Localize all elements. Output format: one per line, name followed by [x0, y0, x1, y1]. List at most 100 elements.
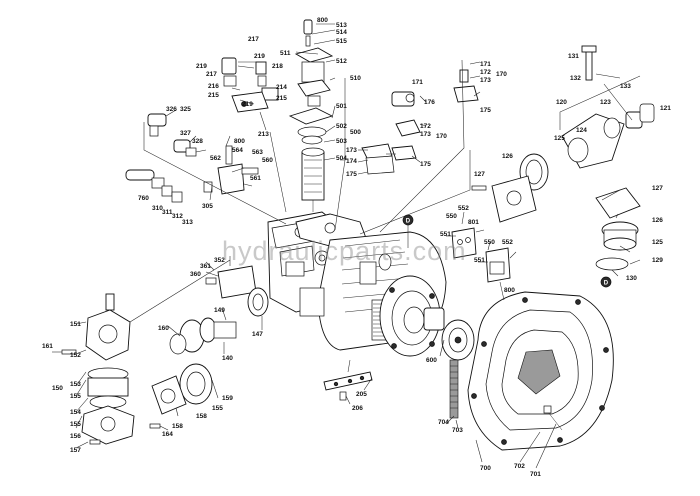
callout-801: 801	[468, 219, 479, 226]
callout-149: 149	[214, 307, 225, 314]
callout-216: 216	[208, 83, 219, 90]
callout-504: 504	[336, 155, 347, 162]
callout-154: 154	[70, 409, 81, 416]
callout-215-b: 215	[276, 95, 287, 102]
callout-600: 600	[426, 357, 437, 364]
callout-562: 562	[210, 155, 221, 162]
callout-218: 218	[272, 63, 283, 70]
sensor-group-550	[451, 227, 511, 301]
callout-175: 175	[480, 107, 491, 114]
callout-155-b: 155	[70, 421, 81, 428]
callout-326: 326	[166, 106, 177, 113]
callout-171: 171	[480, 61, 491, 68]
callout-131: 131	[568, 53, 579, 60]
callout-127: 127	[474, 171, 485, 178]
callout-170: 170	[496, 71, 507, 78]
callout-219: 219	[254, 53, 265, 60]
callout-125-b: 125	[652, 239, 663, 246]
bell-housing	[441, 291, 614, 451]
valve-group-170	[361, 69, 479, 175]
svg-text:D: D	[604, 280, 609, 286]
callout-503: 503	[336, 138, 347, 145]
callout-126: 126	[502, 153, 513, 160]
callout-219-b: 219	[196, 63, 207, 70]
callout-153: 153	[70, 381, 81, 388]
callout-560: 560	[262, 157, 273, 164]
callout-552: 552	[458, 205, 469, 212]
callout-206: 206	[352, 405, 363, 412]
callout-175-b: 175	[420, 161, 431, 168]
callout-217: 217	[248, 36, 259, 43]
callout-120: 120	[556, 99, 567, 106]
callout-170-b: 170	[436, 133, 447, 140]
callout-551: 551	[440, 231, 451, 238]
callout-311: 311	[162, 209, 173, 216]
callout-215: 215	[208, 92, 219, 99]
callout-126-b: 126	[652, 217, 663, 224]
callout-157: 157	[70, 447, 81, 454]
callout-160: 160	[158, 325, 169, 332]
callout-176: 176	[424, 99, 435, 106]
callout-564: 564	[232, 147, 243, 154]
callout-513: 513	[336, 22, 347, 29]
valve-group-140	[169, 265, 269, 355]
callout-305: 305	[202, 203, 213, 210]
callout-703: 703	[452, 427, 463, 434]
callout-213: 213	[258, 131, 269, 138]
callout-502: 502	[336, 123, 347, 130]
callout-500: 500	[350, 129, 361, 136]
callout-550-b: 550	[484, 239, 495, 246]
callout-175-c: 175	[346, 171, 357, 178]
callout-700: 700	[480, 465, 491, 472]
callout-123: 123	[600, 99, 611, 106]
callout-550: 550	[446, 213, 457, 220]
port-group-120	[471, 45, 655, 271]
callout-800-b: 800	[234, 138, 245, 145]
callout-515: 515	[336, 38, 347, 45]
callout-561: 561	[250, 175, 261, 182]
callout-704: 704	[438, 419, 449, 426]
callout-129: 129	[652, 257, 663, 264]
callout-310: 310	[152, 205, 163, 212]
callout-140: 140	[222, 355, 233, 362]
callout-312: 312	[172, 213, 183, 220]
callout-158-b: 158	[172, 423, 183, 430]
callout-501: 501	[336, 103, 347, 110]
pump-main-body	[267, 211, 447, 357]
callout-800: 800	[317, 17, 328, 24]
leader-lines	[52, 23, 641, 469]
callout-313: 313	[182, 219, 193, 226]
callout-563: 563	[252, 149, 263, 156]
callout-155: 155	[70, 393, 81, 400]
callout-325: 325	[180, 106, 191, 113]
callout-130: 130	[626, 275, 637, 282]
callout-173-c: 173	[346, 147, 357, 154]
fitting-group-left	[125, 113, 259, 203]
callout-512: 512	[336, 58, 347, 65]
callout-327: 327	[180, 130, 191, 137]
datum-marker-right: D	[600, 276, 612, 288]
callout-121: 121	[660, 105, 671, 112]
callout-172: 172	[480, 69, 491, 76]
watermark-text: hydraulicparts.com	[222, 236, 467, 266]
callout-551-b: 551	[474, 257, 485, 264]
callout-164: 164	[162, 431, 173, 438]
callout-151: 151	[70, 321, 81, 328]
callout-159: 159	[222, 395, 233, 402]
callout-174: 174	[346, 158, 357, 165]
callout-510: 510	[350, 75, 361, 82]
callout-172-b: 172	[420, 123, 431, 130]
callout-152: 152	[70, 352, 81, 359]
callout-701: 701	[530, 471, 541, 478]
callout-217-b: 217	[206, 71, 217, 78]
callout-156: 156	[70, 433, 81, 440]
callout-173: 173	[480, 77, 491, 84]
callout-360: 360	[190, 271, 201, 278]
callout-158: 158	[196, 413, 207, 420]
callout-214: 214	[276, 84, 287, 91]
callout-219-c: 219	[242, 101, 253, 108]
callout-127-b: 127	[652, 185, 663, 192]
callout-124: 124	[576, 127, 587, 134]
callout-155-c: 155	[212, 405, 223, 412]
